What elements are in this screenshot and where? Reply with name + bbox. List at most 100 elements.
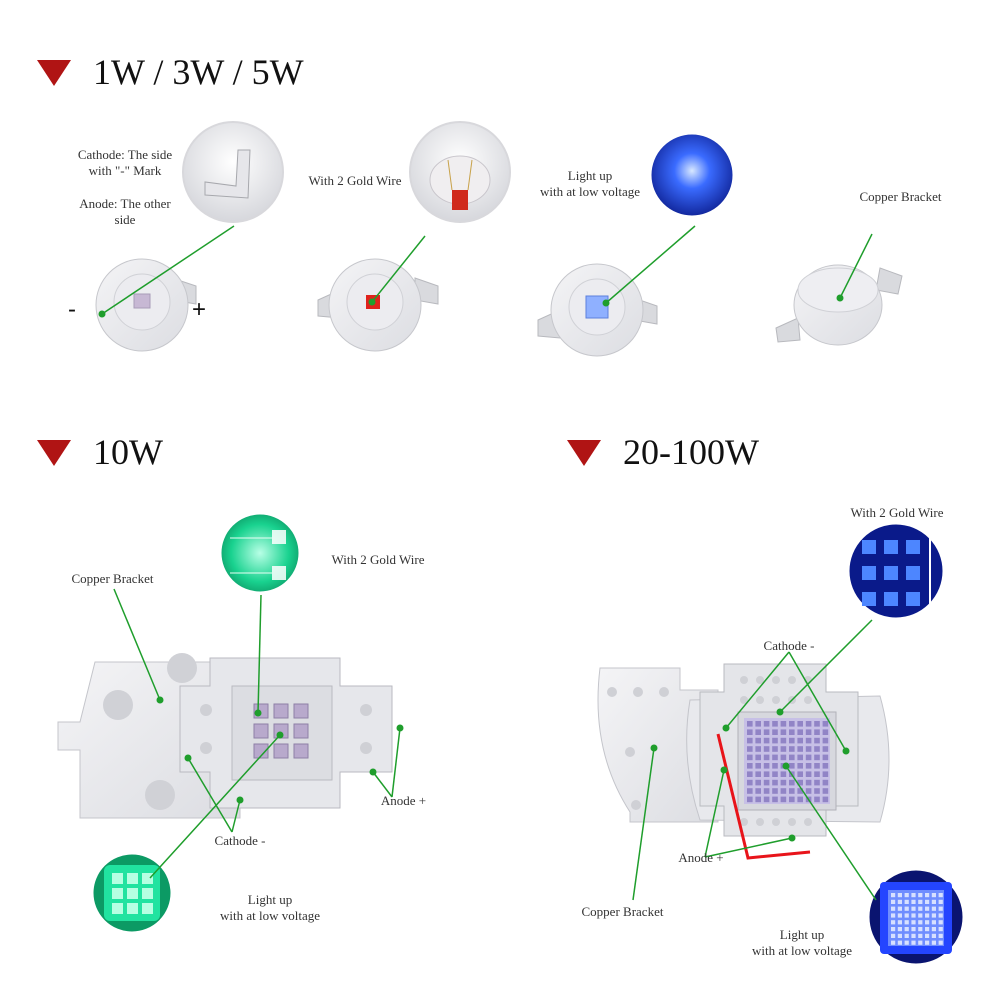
led-chip (805, 754, 812, 761)
glow-chip (891, 899, 896, 904)
led-chip (814, 771, 820, 777)
glow-chip (911, 906, 916, 911)
led-chip (814, 729, 820, 735)
led-chip (822, 763, 829, 769)
heading-1w-3w-5w: 1W / 3W / 5W (93, 52, 304, 92)
led-chip (747, 763, 753, 769)
led-chip (789, 746, 795, 752)
led-chip (747, 771, 753, 777)
led-chip (772, 746, 778, 752)
led-chip (814, 737, 820, 744)
led-chip (814, 763, 820, 769)
led-chip (747, 779, 753, 786)
led-chip (763, 746, 770, 752)
light-up-label-small: Light up (567, 168, 613, 183)
led-chip (780, 721, 787, 727)
led-chip (789, 796, 795, 803)
glow-chip (891, 940, 896, 945)
glow-chip (938, 893, 943, 898)
led-chip (772, 779, 778, 786)
glow-chip (911, 940, 916, 945)
led-chip (805, 729, 812, 735)
led-chip (797, 737, 803, 744)
glow-chip (938, 913, 943, 918)
led-chip (755, 746, 761, 752)
led-chip (747, 796, 753, 803)
led-chip (797, 763, 803, 769)
led-chip (780, 796, 787, 803)
led-chip (747, 737, 753, 744)
led-chip (814, 721, 820, 727)
glow-chip (904, 940, 909, 945)
gold-wire-label-high: With 2 Gold Wire (850, 505, 944, 520)
glow-chip (931, 899, 936, 904)
led-chip (747, 754, 753, 761)
led-chip (789, 788, 795, 794)
led-chip (763, 754, 770, 761)
led-chip (797, 771, 803, 777)
led-chip (814, 788, 820, 794)
glow-chip (904, 913, 909, 918)
led-chip (822, 729, 829, 735)
led-chip (805, 771, 812, 777)
led-chip (755, 721, 761, 727)
glow-chip (911, 920, 916, 925)
anode-label-10w: Anode + (380, 793, 427, 808)
led-chip (755, 737, 761, 744)
section-marker-icon (37, 60, 71, 86)
led-chip (755, 754, 761, 761)
glow-chip (891, 906, 896, 911)
glow-chip (931, 906, 936, 911)
led-chip (797, 721, 803, 727)
led-chip (747, 729, 753, 735)
led-chip (772, 771, 778, 777)
cathode-mark-label: with "-" Mark (88, 163, 162, 178)
glow-chip (931, 893, 936, 898)
led-chip (805, 737, 812, 744)
glow-chip (918, 906, 923, 911)
glow-chip (911, 927, 916, 932)
low-voltage-label-high: with at low voltage (751, 943, 852, 958)
glow-chip (925, 927, 930, 932)
led-small-2 (317, 121, 511, 352)
led-chip (789, 729, 795, 735)
glow-chip (918, 913, 923, 918)
glow-chip (938, 940, 943, 945)
glow-chip (891, 893, 896, 898)
glow-chip (891, 920, 896, 925)
glow-chip (925, 899, 930, 904)
glow-chip (897, 927, 902, 932)
led-chip (789, 754, 795, 761)
glow-chip (897, 913, 902, 918)
glow-chip (931, 927, 936, 932)
led-chip (755, 796, 761, 803)
glow-chip (918, 940, 923, 945)
led-chip (763, 796, 770, 803)
low-voltage-label-10w: with at low voltage (219, 908, 320, 923)
led-chip (789, 721, 795, 727)
glow-chip (897, 906, 902, 911)
glow-chip (911, 899, 916, 904)
glow-chip (891, 913, 896, 918)
gold-wire-label-small: With 2 Gold Wire (308, 173, 402, 188)
glow-chip (938, 933, 943, 938)
heading-20-100w: 20-100W (623, 432, 759, 472)
glow-chip (925, 893, 930, 898)
led-chip (763, 788, 770, 794)
glow-chip (938, 927, 943, 932)
glow-chip (925, 906, 930, 911)
led-small-1 (95, 121, 284, 352)
glow-chip (897, 940, 902, 945)
led-chip (822, 746, 829, 752)
led-chip (805, 788, 812, 794)
plus-sign: + (192, 296, 207, 323)
cathode-label-high: Cathode - (763, 638, 815, 653)
glow-chip (904, 933, 909, 938)
led-high-power (597, 521, 966, 967)
led-chip (814, 796, 820, 803)
glow-chip (938, 906, 943, 911)
light-up-label-10w: Light up (247, 892, 293, 907)
led-small-3 (537, 131, 736, 357)
glow-chip (904, 906, 909, 911)
cathode-label: Cathode: The side (77, 147, 173, 162)
